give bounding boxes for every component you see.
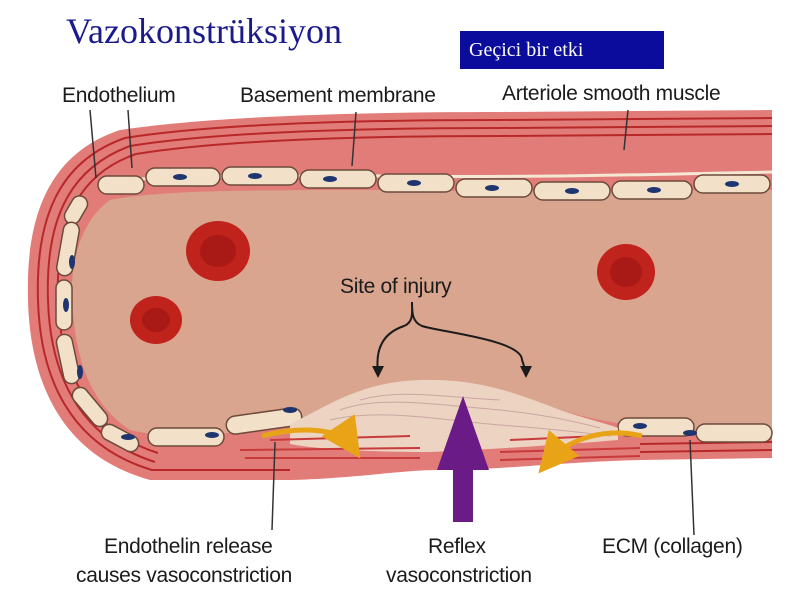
red-blood-cell: [200, 235, 236, 267]
label-endothelium: Endothelium: [62, 84, 176, 107]
endothelial-cells-bottom: [147, 407, 773, 447]
brace-arrowhead-left: [372, 366, 384, 378]
slide-title: Vazokonstrüksiyon: [66, 11, 342, 51]
red-blood-cell: [610, 257, 642, 287]
red-blood-cells: [130, 221, 655, 344]
label-smooth-muscle: Arteriole smooth muscle: [502, 82, 721, 105]
injury-brace: [376, 301, 527, 373]
endothelin-arrow-right: [538, 429, 643, 474]
red-blood-cell: [142, 308, 170, 332]
label-basement-membrane: Basement membrane: [240, 84, 436, 107]
leader-lines: [89, 109, 695, 536]
temporary-effect-badge: Geçici bir etki: [460, 31, 664, 69]
badge-label: Geçici bir etki: [469, 39, 584, 61]
endothelin-arrow-left: [261, 414, 361, 459]
label-reflex: Reflex: [428, 535, 486, 558]
injury-site-ecm: [290, 379, 618, 452]
reflex-vasoconstriction-arrow: [437, 396, 489, 522]
brace-arrowhead-right: [520, 366, 532, 378]
label-reflex-vasoconstriction: vasoconstriction: [386, 564, 532, 587]
label-causes-vasoconstriction: causes vasoconstriction: [76, 564, 293, 587]
cell-nuclei: [63, 173, 739, 440]
label-ecm-collagen: ECM (collagen): [602, 535, 743, 558]
label-endothelin-release: Endothelin release: [104, 535, 273, 558]
label-site-of-injury: Site of injury: [340, 275, 452, 298]
